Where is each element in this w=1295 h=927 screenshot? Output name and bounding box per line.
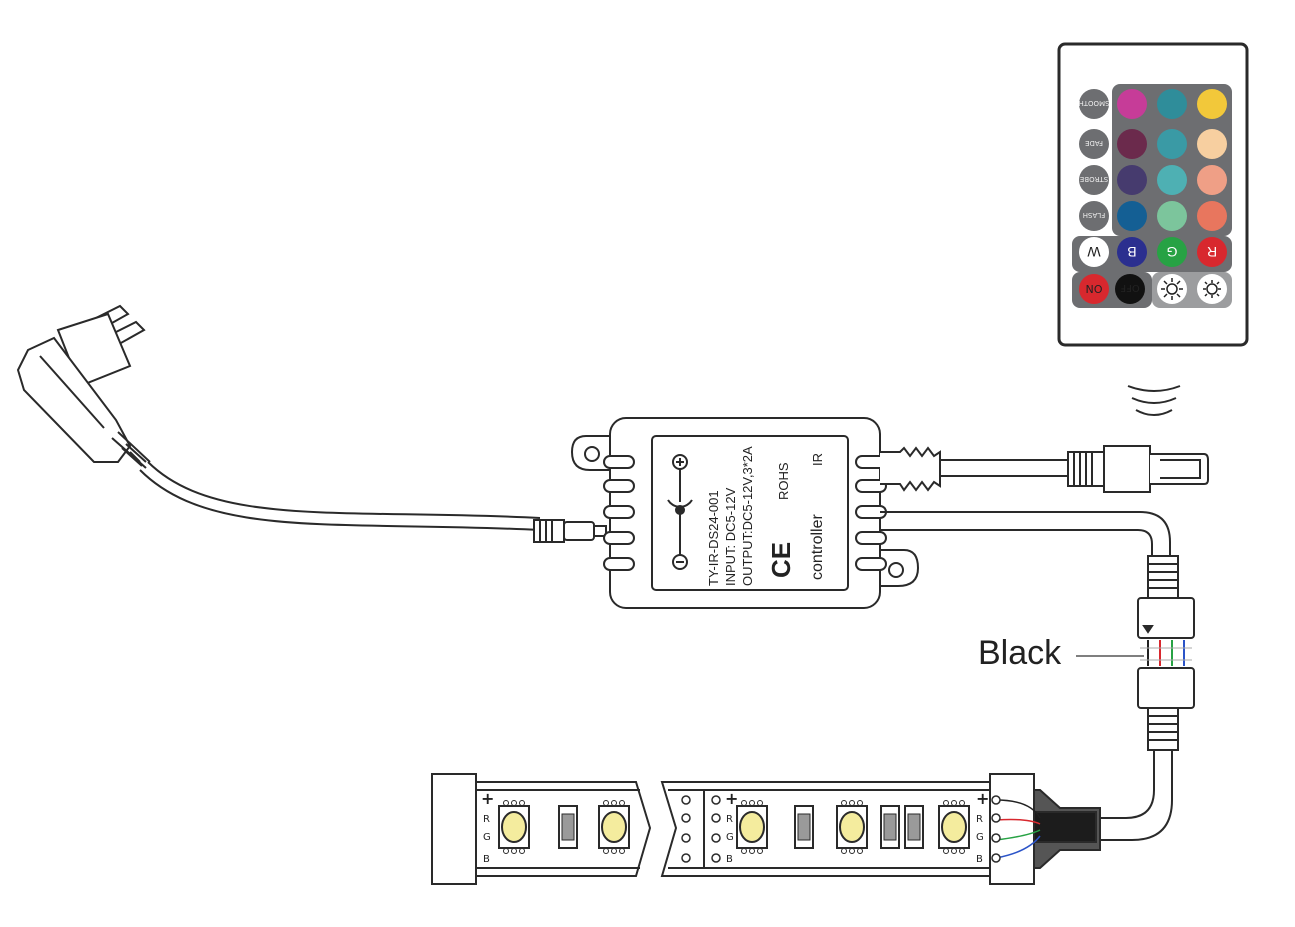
remote-color-button[interactable] xyxy=(1197,129,1227,159)
remote-fade-button[interactable] xyxy=(1079,129,1109,159)
remote-color-button[interactable] xyxy=(1197,201,1227,231)
resistor xyxy=(904,805,924,849)
polarity-symbol xyxy=(667,454,693,570)
remote-r-label: R xyxy=(1207,244,1217,260)
brightness-up-button[interactable] xyxy=(1157,274,1187,304)
remote-off-label: OFF xyxy=(1120,282,1140,293)
led-chip xyxy=(938,800,970,854)
strip-b-label-2: B xyxy=(726,854,733,865)
connector-label: Black xyxy=(978,634,1062,672)
strip-plus-label-3: + xyxy=(976,789,989,808)
remote-on-label: ON xyxy=(1086,282,1103,295)
controller-box xyxy=(570,417,920,609)
strip-wires xyxy=(995,799,1041,859)
remote-color-button[interactable] xyxy=(1117,89,1147,119)
strip-r-label-2: R xyxy=(726,814,733,825)
remote-color-button[interactable] xyxy=(1117,129,1147,159)
strip-plus-label-1: + xyxy=(481,789,494,808)
led-chip xyxy=(736,800,768,854)
remote-strobe-label: STROBE xyxy=(1080,175,1108,183)
remote-b-button[interactable] xyxy=(1117,237,1147,267)
brightness-up-icon xyxy=(1161,278,1183,300)
remote-off-button[interactable] xyxy=(1115,274,1145,304)
remote-color-button[interactable] xyxy=(1197,89,1227,119)
remote-color-button[interactable] xyxy=(1157,201,1187,231)
strip-plus-label-2: + xyxy=(725,789,738,808)
led-chip xyxy=(598,800,630,854)
remote-g-label: G xyxy=(1167,244,1178,260)
remote-color-button[interactable] xyxy=(1117,165,1147,195)
strip-b-label-1: B xyxy=(483,854,490,865)
ce-mark: CE xyxy=(766,542,796,578)
controller-rohs-text: ROHS xyxy=(776,462,791,500)
remote-r-button[interactable] xyxy=(1197,237,1227,267)
remote-flash-label: FLASH xyxy=(1083,211,1106,219)
dc-jack xyxy=(533,519,607,543)
strip-r-label-1: R xyxy=(483,814,490,825)
brightness-down-icon xyxy=(1203,280,1221,298)
led-chip xyxy=(836,800,868,854)
ir-receiver xyxy=(880,445,1209,493)
remote-color-button[interactable] xyxy=(1157,89,1187,119)
controller-input-text: INPUT: DC5-12V xyxy=(723,487,738,586)
resistor xyxy=(880,805,900,849)
remote-flash-button[interactable] xyxy=(1079,201,1109,231)
brightness-down-button[interactable] xyxy=(1197,274,1227,304)
ir-signal-icon xyxy=(1127,385,1181,416)
strip-b-label-3: B xyxy=(976,854,983,865)
remote-smooth-label: SMOOTH xyxy=(1078,99,1109,107)
controller-model-text: TY-IR-DS24-001 xyxy=(706,490,721,586)
strip-g-label-1: G xyxy=(483,832,491,843)
resistor xyxy=(558,805,578,849)
remote-strobe-button[interactable] xyxy=(1079,165,1109,195)
remote-color-button[interactable] xyxy=(1157,129,1187,159)
strip-g-label-3: G xyxy=(976,832,984,843)
remote-color-button[interactable] xyxy=(1117,201,1147,231)
remote-color-button[interactable] xyxy=(1157,165,1187,195)
remote-g-button[interactable] xyxy=(1157,237,1187,267)
power-adapter xyxy=(16,304,541,531)
controller-ir-text: IR xyxy=(810,453,825,466)
rgb-output-cable xyxy=(880,511,1195,841)
led-chip xyxy=(498,800,530,854)
strip-r-label-3: R xyxy=(976,814,983,825)
remote-color-button[interactable] xyxy=(1197,165,1227,195)
resistor xyxy=(794,805,814,849)
remote-w-label: W xyxy=(1087,244,1101,260)
remote-b-label: B xyxy=(1127,244,1136,260)
remote-on-button[interactable] xyxy=(1079,274,1109,304)
controller-name-text: controller xyxy=(809,514,826,580)
ir-remote: SMOOTH FADE STROBE FLASH W B G R ON OFF xyxy=(1057,42,1249,347)
remote-smooth-button[interactable] xyxy=(1079,89,1109,119)
remote-fade-label: FADE xyxy=(1085,139,1103,147)
controller-output-text: OUTPUT:DC5-12V,3*2A xyxy=(740,446,755,586)
solder-pads xyxy=(681,795,1001,863)
strip-g-label-2: G xyxy=(726,832,734,843)
remote-w-button[interactable] xyxy=(1079,237,1109,267)
